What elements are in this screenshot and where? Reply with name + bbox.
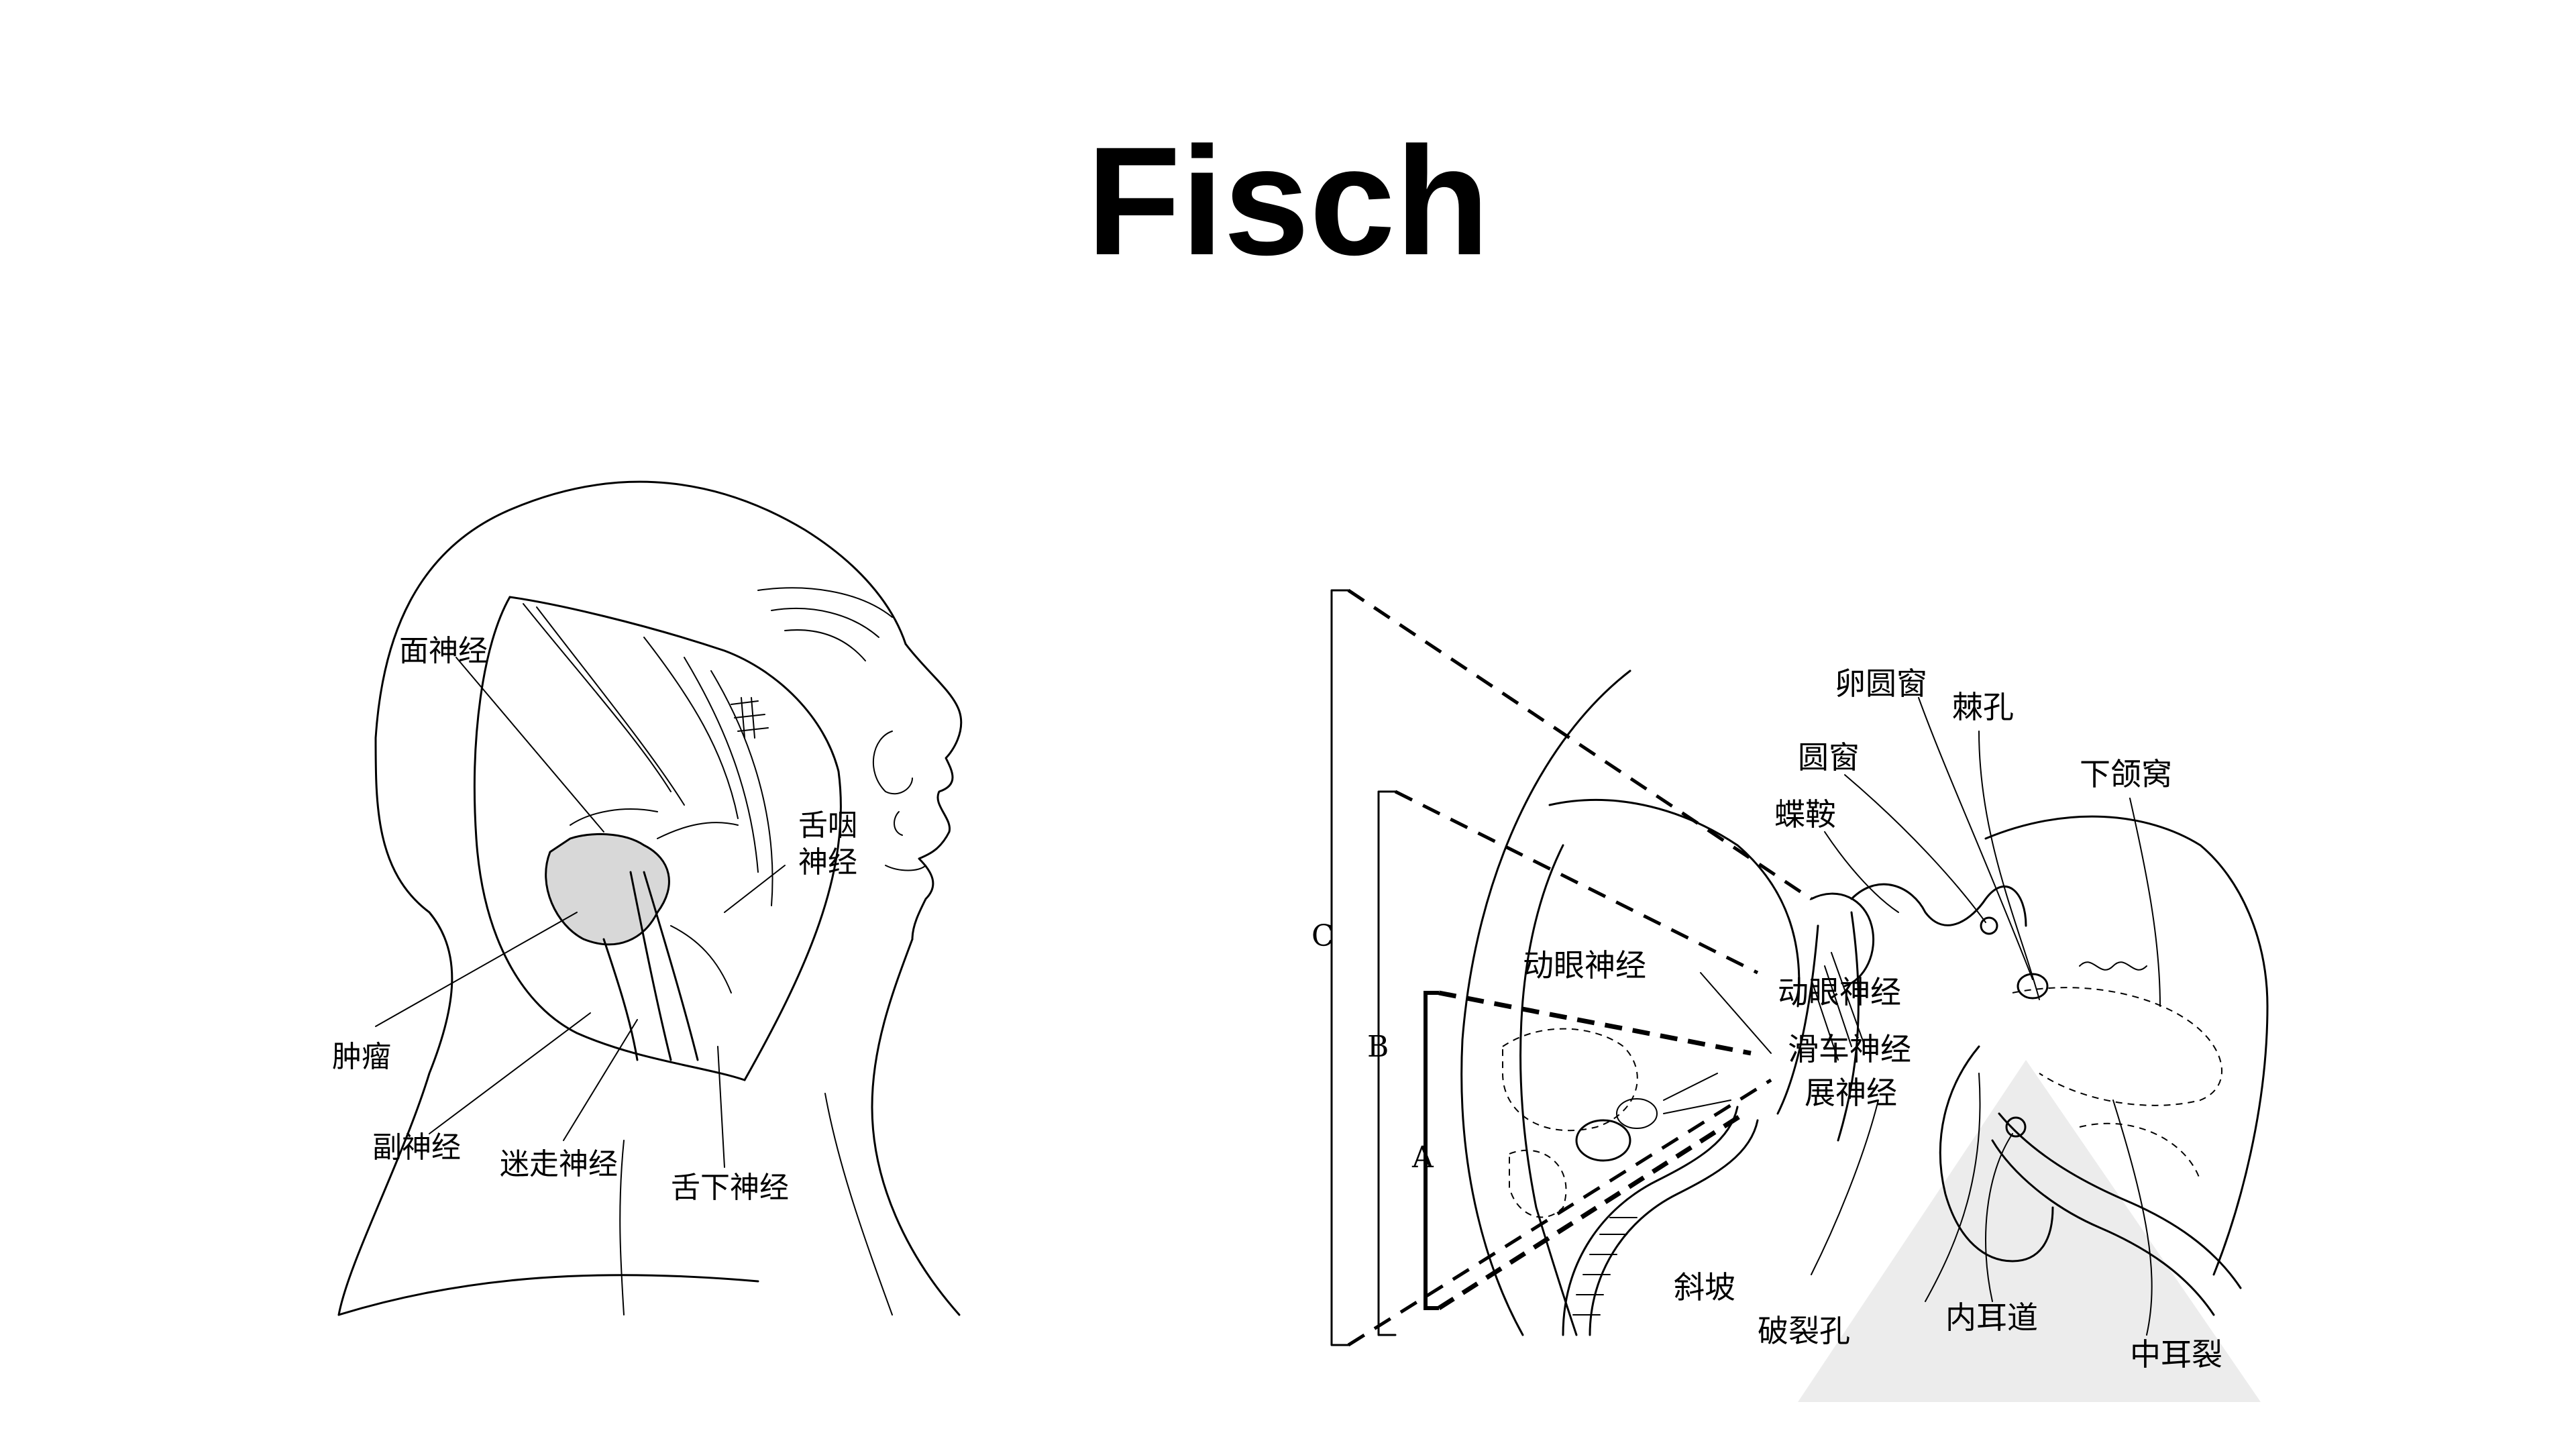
- label-oculomotor-left: 动眼神经: [1523, 947, 1646, 983]
- label-oculomotor-right: 动眼神经: [1778, 974, 1901, 1010]
- left-figure-leader-lines: [375, 657, 786, 1168]
- right-figure-skull-base: C B A: [1311, 588, 2269, 1402]
- label-trochlear-nerve: 滑车神经: [1788, 1031, 1911, 1067]
- label-oval-foramen: 卵圆窗: [1835, 665, 1927, 702]
- label-facial-nerve: 面神经: [399, 634, 488, 668]
- bracket-c-label: C: [1311, 919, 1334, 953]
- label-glossopharyngeal-2: 神经: [798, 845, 857, 879]
- slide-title: Fisch: [1086, 115, 1490, 287]
- right-figure-leader-lines: [1700, 697, 2161, 1336]
- approach-dashed-lines: [1347, 588, 1813, 1347]
- label-mandibular-fossa: 下颌窝: [2080, 756, 2172, 792]
- label-middle-ear-fissure: 中耳裂: [2130, 1336, 2222, 1373]
- bracket-a-label: A: [1411, 1140, 1434, 1175]
- label-foramen-lacerum: 破裂孔: [1758, 1313, 1850, 1349]
- label-accessory-nerve: 副神经: [372, 1130, 461, 1165]
- label-round-window: 圆窗: [1798, 739, 1860, 775]
- skull-base-outline: [1460, 669, 2269, 1336]
- label-spinous-foramen: 棘孔: [1952, 689, 2014, 725]
- label-abducens-nerve: 展神经: [1805, 1075, 1897, 1111]
- tumor-mass: [545, 833, 670, 946]
- label-hypoglossal-nerve: 舌下神经: [671, 1171, 789, 1205]
- right-figure-labels: 卵圆窗 棘孔 圆窗 蝶鞍 下颌窝 动眼神经 动眼神经 滑车神经 展神经 斜坡 破…: [1523, 665, 2222, 1373]
- label-internal-auditory-canal: 内耳道: [1945, 1299, 2038, 1336]
- approach-brackets: C B A: [1311, 589, 1439, 1346]
- watermark-triangle: [1798, 1060, 2261, 1402]
- bracket-a: [1424, 991, 1439, 1310]
- surgical-flap-region: [473, 596, 842, 1081]
- bracket-c: [1330, 589, 1350, 1346]
- left-figure-head-dissection: 面神经 舌咽 神经 肿瘤 副神经 迷走神经 舌下神经: [332, 480, 963, 1316]
- bracket-b: [1377, 790, 1397, 1336]
- label-vagus-nerve: 迷走神经: [500, 1147, 618, 1181]
- head-outline: [337, 480, 963, 1316]
- label-sella: 蝶鞍: [1774, 796, 1836, 833]
- label-glossopharyngeal-1: 舌咽: [798, 808, 857, 843]
- label-clivus: 斜坡: [1674, 1269, 1735, 1305]
- left-figure-labels: 面神经 舌咽 神经 肿瘤 副神经 迷走神经 舌下神经: [332, 634, 857, 1205]
- bracket-b-label: B: [1367, 1030, 1389, 1064]
- label-tumor: 肿瘤: [332, 1040, 391, 1074]
